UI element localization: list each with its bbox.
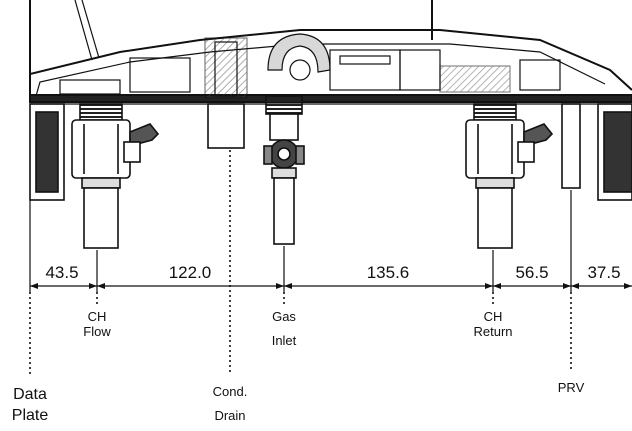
ch-return-label-line2: Return bbox=[473, 324, 512, 339]
dim-122-0: 122.0 bbox=[169, 263, 212, 282]
gas-inlet-valve bbox=[263, 95, 305, 245]
dim-37-5: 37.5 bbox=[587, 263, 620, 282]
dim-56-5: 56.5 bbox=[515, 263, 548, 282]
right-bracket bbox=[597, 103, 632, 201]
internal-components bbox=[59, 33, 561, 99]
prv-label: PRV bbox=[558, 380, 585, 395]
dimension-line bbox=[29, 190, 632, 292]
gas-inlet-label-line1: Gas bbox=[272, 309, 296, 324]
data-plate-bracket bbox=[29, 103, 65, 201]
dim-135-6: 135.6 bbox=[367, 263, 410, 282]
dim-43-5: 43.5 bbox=[45, 263, 78, 282]
leader-lines bbox=[29, 150, 572, 376]
ch-flow-label-line1: CH bbox=[88, 309, 107, 324]
cond-drain-label-line2: Drain bbox=[214, 408, 245, 423]
cond-drain-label-line1: Cond. bbox=[213, 384, 248, 399]
ch-return-valve bbox=[465, 103, 554, 249]
boiler-casing bbox=[29, 0, 632, 105]
ch-flow-valve bbox=[71, 103, 160, 249]
connection-labels: CH Flow Gas Inlet CH Return Data Plate C… bbox=[12, 309, 585, 424]
data-plate-label-line2: Plate bbox=[12, 407, 49, 424]
ch-return-label-line1: CH bbox=[484, 309, 503, 324]
data-plate-label-line1: Data bbox=[13, 386, 47, 403]
ch-flow-label-line2: Flow bbox=[83, 324, 111, 339]
condensate-drain bbox=[207, 103, 245, 149]
gas-inlet-label-line2: Inlet bbox=[272, 333, 297, 348]
dimension-values: 43.5 122.0 135.6 56.5 37.5 bbox=[45, 263, 620, 282]
prv-pipe bbox=[561, 103, 581, 189]
